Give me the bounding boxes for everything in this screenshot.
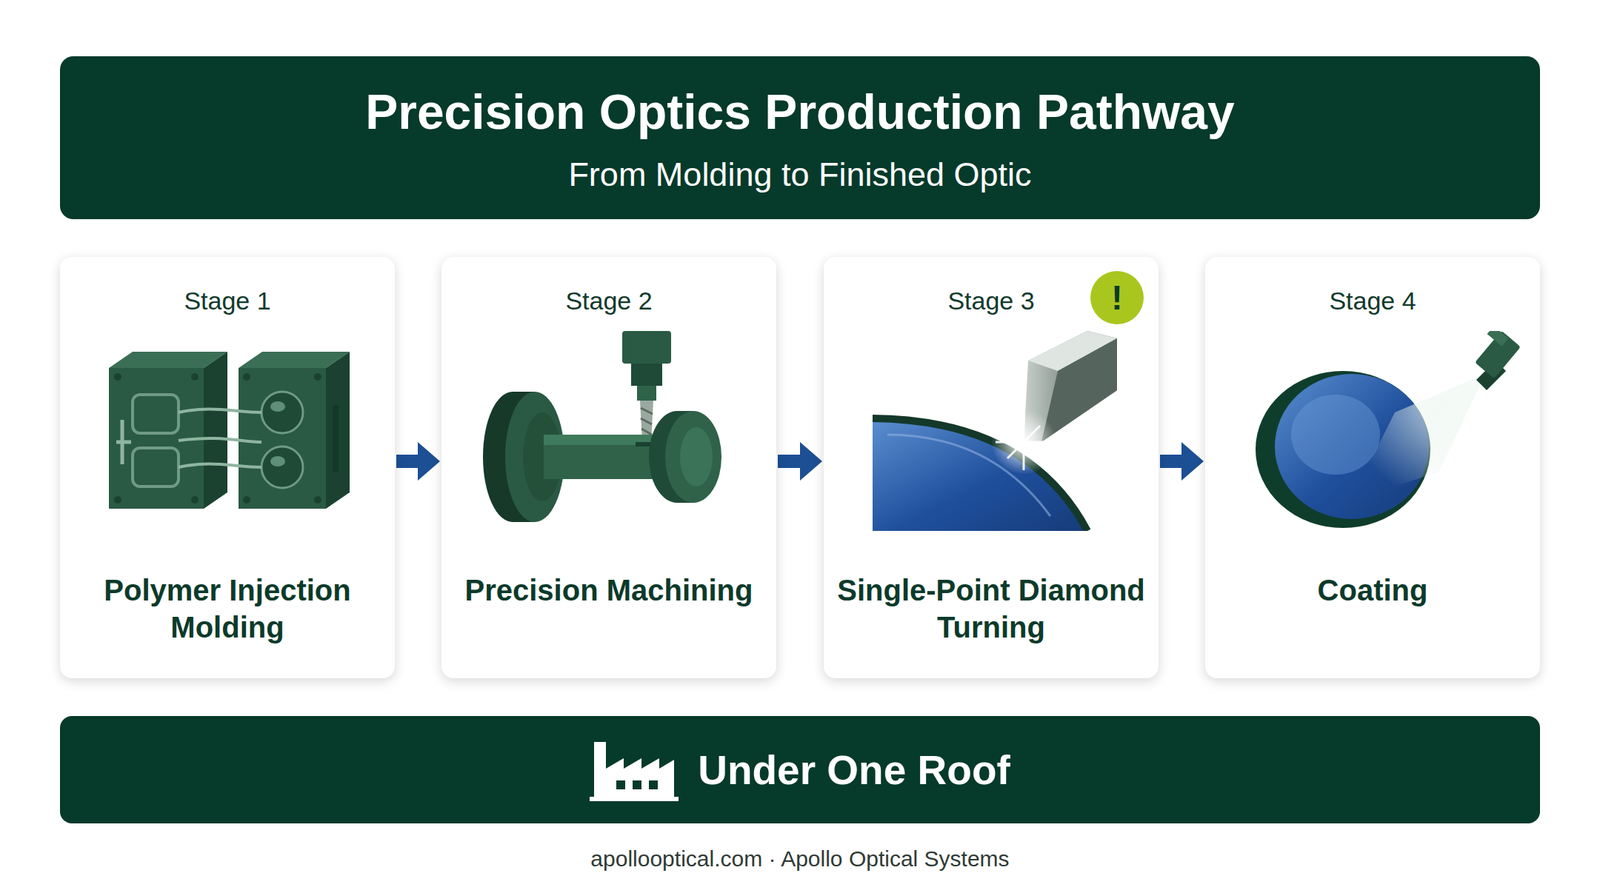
stage-title: Polymer Injection Molding [71,571,383,646]
flow-arrow [396,442,440,481]
stage-number: Stage 2 [441,285,777,317]
stage-illustration [842,331,1140,532]
flow-arrow [1160,442,1204,481]
stage-title: Precision Machining [453,571,765,609]
title-band: Precision Optics Production PathwayFrom … [60,56,1540,220]
banner-text: Under One Roof [697,746,1011,795]
stage-number: Stage 4 [1205,285,1540,317]
flow-arrow [777,442,823,481]
stage-title: Single-Point Diamond Turning [835,571,1147,646]
stage-illustration [79,331,376,532]
stage-number: Stage 1 [60,285,395,317]
footer-caption: apollooptical.com · Apollo Optical Syste… [0,845,1600,874]
stage-title: Coating [1217,571,1529,609]
stage-card: Stage 4 Coating [1205,257,1540,679]
stage-illustration [460,331,758,532]
subtitle: From Molding to Finished Optic [60,154,1540,196]
diagram-title: Precision Optics Production Pathway [60,82,1540,141]
stage-card: Stage 1 Polymer Injection Molding [60,257,395,679]
banner-box: Under One Roof [60,716,1540,824]
factory-icon [589,739,679,802]
alert-mark: ! [1111,279,1123,317]
alert-badge: ! [1090,271,1144,325]
stage-card: Stage 2 Precision Machining [441,257,777,679]
stage-illustration [1224,331,1521,532]
